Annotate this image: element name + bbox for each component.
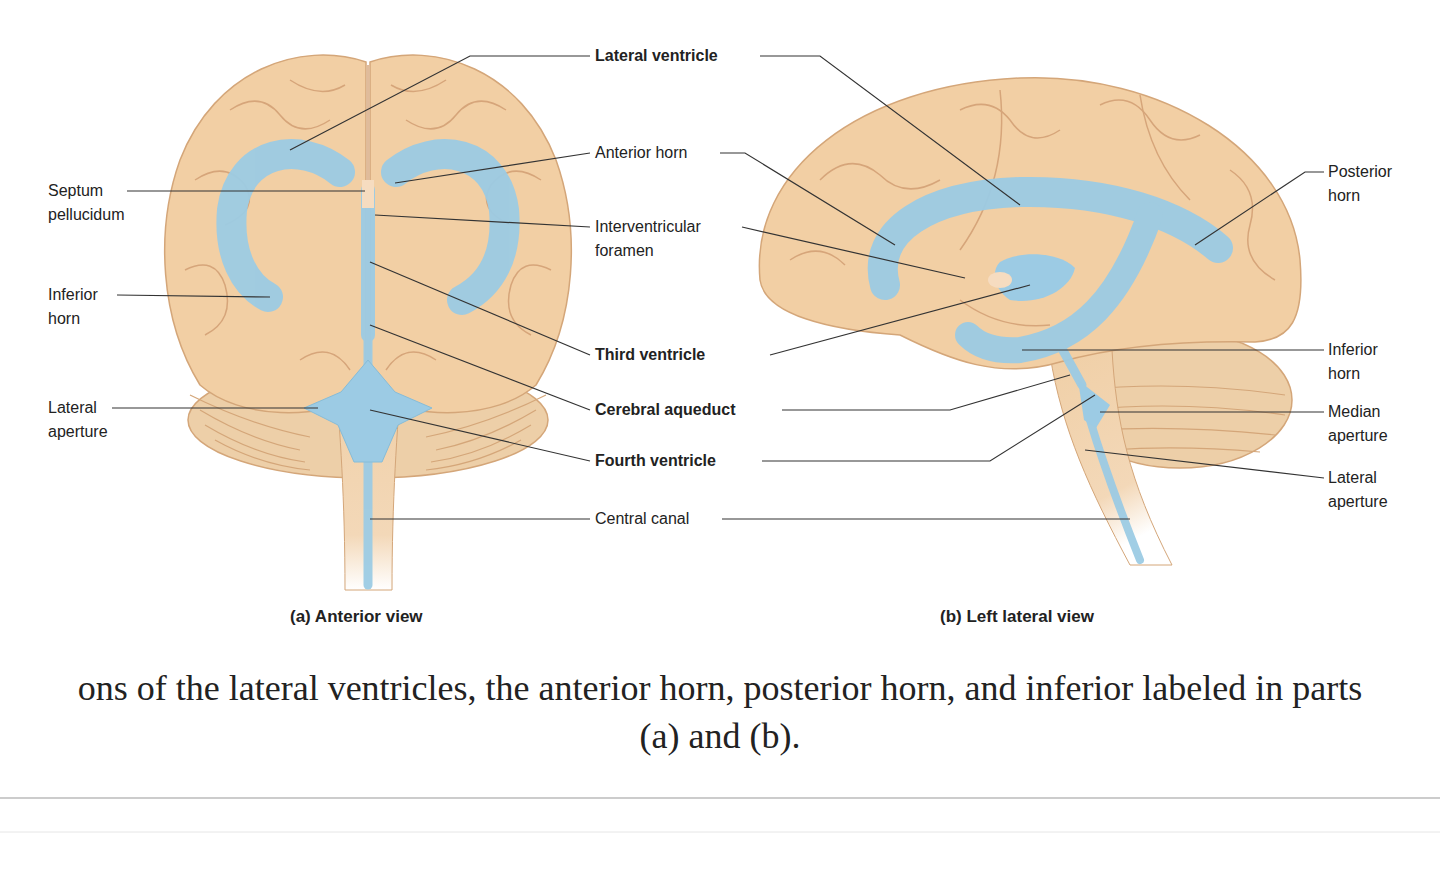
horn-label: Anterior horn <box>595 141 688 165</box>
horn-label: Posterior horn <box>1328 160 1428 208</box>
fourth-ventricle-lateral <box>1078 380 1110 428</box>
foramen-label: Interventricular foramen <box>595 215 735 263</box>
ventricle-label: Lateral ventricle <box>595 44 718 68</box>
leader-lines <box>112 56 1324 519</box>
ventricle-label: Fourth ventricle <box>595 449 716 473</box>
anterior-ventricles <box>231 154 504 585</box>
divider-rule <box>0 797 1440 799</box>
view-label: (b) Left lateral view <box>940 605 1094 629</box>
figure-caption: ons of the lateral ventricles, the anter… <box>60 664 1380 760</box>
aqueduct-label: Cerebral aqueduct <box>595 398 735 422</box>
interthalamic-shape <box>988 272 1012 288</box>
divider-rule <box>0 832 1440 833</box>
horn-label: Inferior horn <box>48 283 118 331</box>
fourth-ventricle-shape <box>304 360 432 462</box>
aperture-label: Lateral aperture <box>1328 466 1413 514</box>
horn-label: Inferior horn <box>1328 338 1398 386</box>
anterior-brain <box>165 55 572 590</box>
ventricle-label: Third ventricle <box>595 343 705 367</box>
lateral-ventricles <box>883 192 1218 560</box>
view-label: (a) Anterior view <box>290 605 423 629</box>
lateral-brain <box>759 78 1301 565</box>
aperture-label: Median aperture <box>1328 400 1413 448</box>
aperture-label: Lateral aperture <box>48 396 128 444</box>
septum-label: Septum pellucidum <box>48 179 148 227</box>
septum-shape <box>362 180 374 208</box>
canal-label: Central canal <box>595 507 689 531</box>
